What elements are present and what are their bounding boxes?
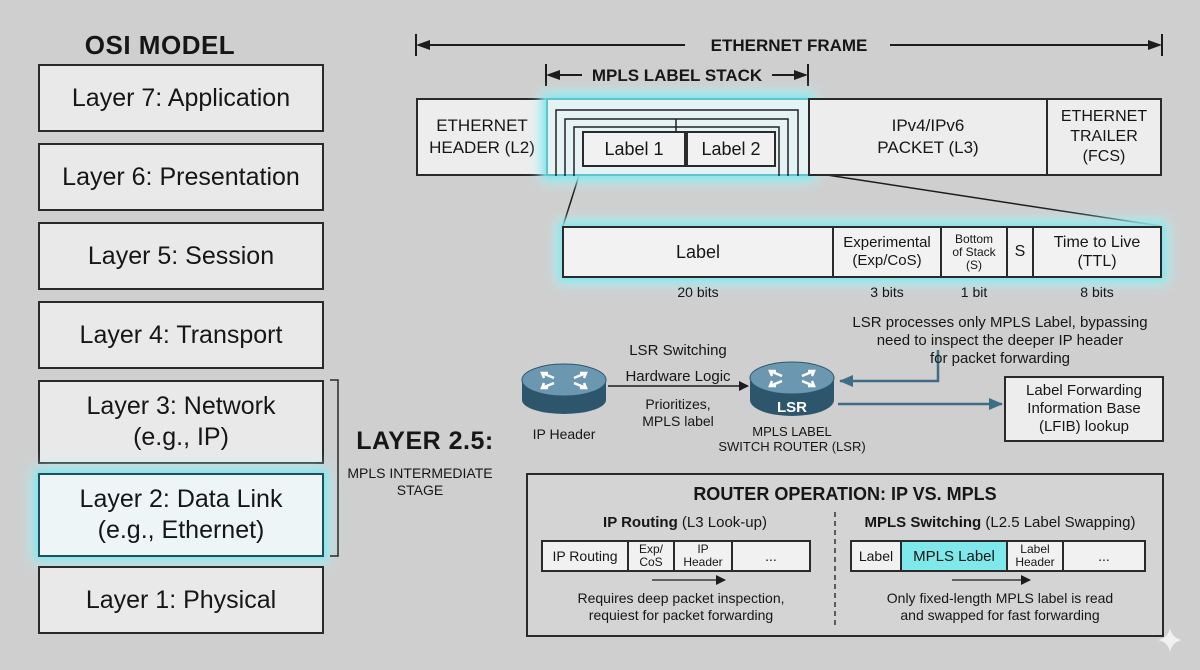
ip-routing-heading-rest: (L3 Look-up) xyxy=(677,514,767,531)
mpls-switching-heading-bold: MPLS Switching xyxy=(864,514,982,531)
mpls-switching-caption: Only fixed-length MPLS label is read and… xyxy=(886,590,1114,623)
label-2-box: Label 2 xyxy=(686,131,776,167)
lfib-box: Label Forwarding Information Base (LFIB)… xyxy=(1004,376,1164,442)
ip-header-label: IP Header xyxy=(532,426,596,442)
ethernet-trailer-box: ETHERNET TRAILER (FCS) xyxy=(1046,98,1162,176)
mpls-cell-more: ... xyxy=(1062,540,1146,572)
ip-cell-header: IP Header xyxy=(673,540,733,572)
field-label: Label xyxy=(562,226,834,278)
label-1-box: Label 1 xyxy=(582,131,686,167)
mpls-cell-label: Label xyxy=(850,540,902,572)
mpls-switching-heading-rest: (L2.5 Label Swapping) xyxy=(981,514,1136,531)
layer-7-box: Layer 7: Application xyxy=(38,64,324,132)
field-bottom-of-stack: Bottom of Stack (S) xyxy=(940,226,1008,278)
hardware-logic-label: Hardware Logic xyxy=(608,368,748,385)
layer-5-box: Layer 5: Session xyxy=(38,222,324,290)
ip-routing-caption: Requires deep packet inspection, requies… xyxy=(577,590,785,623)
ip-cell-exp: Exp/ CoS xyxy=(627,540,675,572)
ip-routing-heading-bold: IP Routing xyxy=(603,514,678,531)
mpls-cell-header: Label Header xyxy=(1006,540,1064,572)
field-experimental: Experimental (Exp/CoS) xyxy=(832,226,942,278)
field-ttl: Time to Live (TTL) xyxy=(1032,226,1162,278)
layer-2-5-subtitle: MPLS INTERMEDIATE STAGE xyxy=(347,465,493,498)
prioritizes-label: Prioritizes, MPLS label xyxy=(642,396,714,429)
bits-label: 20 bits xyxy=(677,284,719,300)
mpls-label-stack-title-text: MPLS LABEL STACK xyxy=(581,66,773,85)
lsr-router-caption: MPLS LABEL SWITCH ROUTER (LSR) xyxy=(718,424,866,454)
router-operation-title: ROUTER OPERATION: IP VS. MPLS xyxy=(693,484,997,504)
ip-routing-heading: IP Routing (L3 Look-up) xyxy=(540,514,830,531)
osi-model-title: OSI MODEL xyxy=(84,30,236,60)
ethernet-frame-title-text: ETHERNET FRAME xyxy=(700,36,878,55)
lsr-note: LSR processes only MPLS Label, bypassing… xyxy=(852,314,1148,367)
layer-2-box: Layer 2: Data Link (e.g., Ethernet) xyxy=(38,473,324,557)
mpls-cell-mpls-label: MPLS Label xyxy=(900,540,1008,572)
lsr-switching-label: LSR Switching xyxy=(629,342,727,359)
mpls-switching-heading: MPLS Switching (L2.5 Label Swapping) xyxy=(845,514,1155,531)
field-s: S xyxy=(1006,226,1034,278)
ethernet-header-box: ETHERNET HEADER (L2) xyxy=(416,98,548,176)
ip-cell-routing: IP Routing xyxy=(541,540,629,572)
layer-3-box: Layer 3: Network (e.g., IP) xyxy=(38,380,324,464)
bits-bottom-of-stack: 1 bit xyxy=(960,284,988,300)
ip-cell-more: ... xyxy=(731,540,811,572)
layer-2-5-title: LAYER 2.5: xyxy=(356,427,494,455)
ethernet-frame-title: ETHERNET FRAME xyxy=(416,36,1162,56)
mpls-label-stack-title: MPLS LABEL STACK xyxy=(546,66,808,86)
ip-packet-box: IPv4/IPv6 PACKET (L3) xyxy=(808,98,1048,176)
layer-4-box: Layer 4: Transport xyxy=(38,301,324,369)
hardware-logic-text: Hardware Logic xyxy=(623,368,733,385)
layer-1-box: Layer 1: Physical xyxy=(38,566,324,634)
lsr-router-label: LSR xyxy=(777,399,807,416)
layer-6-box: Layer 6: Presentation xyxy=(38,143,324,211)
bits-ttl: 8 bits xyxy=(1080,284,1114,300)
bits-experimental: 3 bits xyxy=(870,284,904,300)
